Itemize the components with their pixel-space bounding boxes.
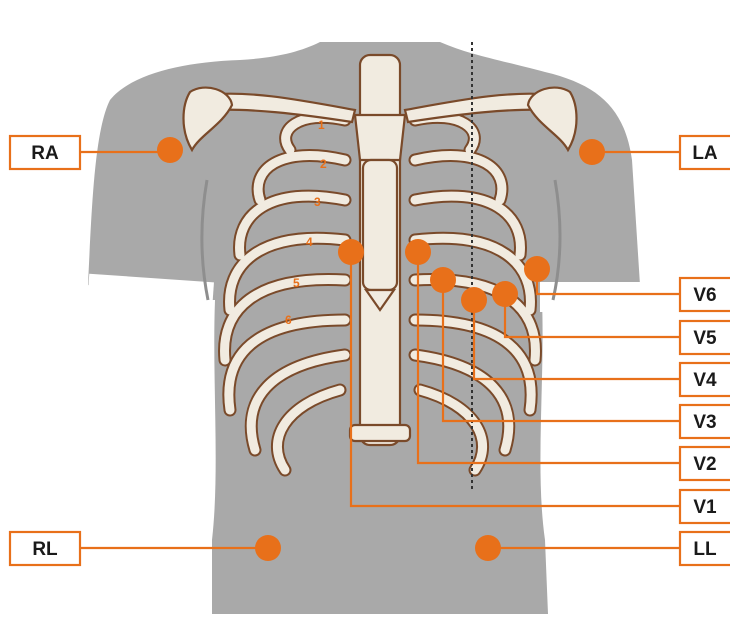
v4-electrode <box>461 287 487 313</box>
v2-electrode <box>405 239 431 265</box>
lead-label-ra: RA <box>10 136 80 169</box>
lead-label-v6: V6 <box>680 278 730 311</box>
lead-label-v3: V3 <box>680 405 730 438</box>
la-label-text: LA <box>692 143 718 164</box>
rib-number: 3 <box>314 195 321 209</box>
lead-label-v5: V5 <box>680 321 730 354</box>
lead-label-ll: LL <box>680 532 730 565</box>
lower-vertebra <box>350 425 410 441</box>
ra-label-text: RA <box>31 143 59 164</box>
rib-number: 1 <box>318 118 325 132</box>
sternum-manubrium <box>355 115 405 160</box>
sternum-body <box>363 160 397 290</box>
ll-electrode <box>475 535 501 561</box>
neck-gap <box>318 15 444 42</box>
lead-label-v2: V2 <box>680 447 730 480</box>
rib-number: 2 <box>320 157 327 171</box>
v3-label-text: V3 <box>693 412 716 433</box>
rib-number: 4 <box>306 235 313 249</box>
rib-number: 6 <box>285 313 292 327</box>
ra-electrode <box>157 137 183 163</box>
rl-label-text: RL <box>32 539 58 560</box>
v5-electrode <box>492 281 518 307</box>
v3-electrode <box>430 267 456 293</box>
v1-label-text: V1 <box>693 497 717 518</box>
v6-label-text: V6 <box>693 285 716 306</box>
rib-number: 5 <box>293 276 300 290</box>
lead-label-v4: V4 <box>680 363 730 396</box>
v1-electrode <box>338 239 364 265</box>
rl-electrode <box>255 535 281 561</box>
v4-label-text: V4 <box>693 370 717 391</box>
lead-label-rl: RL <box>10 532 80 565</box>
v5-label-text: V5 <box>693 328 717 349</box>
la-electrode <box>579 139 605 165</box>
ll-label-text: LL <box>693 539 717 560</box>
lead-label-la: LA <box>680 136 730 169</box>
v2-label-text: V2 <box>693 454 716 475</box>
v6-electrode <box>524 256 550 282</box>
lead-label-v1: V1 <box>680 490 730 523</box>
